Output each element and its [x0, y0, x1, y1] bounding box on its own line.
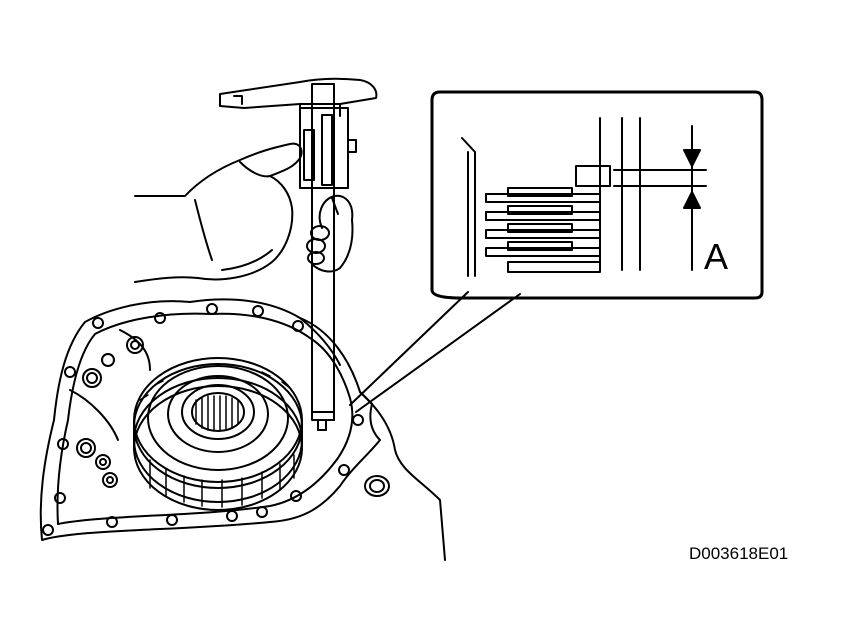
callout-leader	[349, 291, 521, 413]
detail-callout-box	[430, 90, 764, 300]
clutch-pack	[133, 357, 303, 511]
dimension-label-a: A	[704, 236, 729, 277]
transmission-case	[39, 298, 446, 561]
right-hand	[306, 194, 354, 273]
left-hand	[134, 142, 303, 283]
figure-id: D003618E01	[689, 544, 789, 563]
vernier-caliper	[219, 77, 378, 431]
